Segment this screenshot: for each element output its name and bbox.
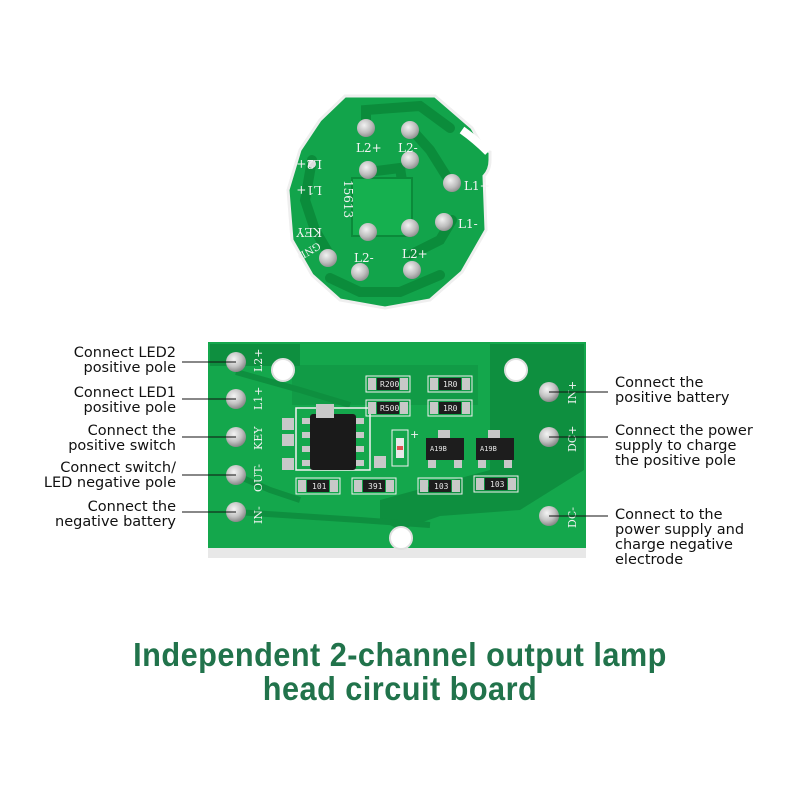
callout-negative-battery: Connect the negative battery <box>55 499 176 530</box>
svg-text:103: 103 <box>490 480 505 489</box>
callout-positive-switch: Connect the positive switch <box>68 423 176 454</box>
rect-label-in-minus: IN- <box>252 506 265 524</box>
svg-text:A19B: A19B <box>430 445 447 453</box>
rect-label-key: KEY <box>252 426 265 450</box>
round-label-key: KEY <box>295 225 322 239</box>
rect-label-dc-minus: DC- <box>566 507 579 528</box>
ic-chip <box>282 404 386 471</box>
callout-positive-battery: Connect the positive battery <box>615 375 730 406</box>
round-label-l2plus-bottom: L2+ <box>402 247 428 261</box>
svg-text:101: 101 <box>312 482 327 491</box>
transistor: A19B <box>426 430 464 468</box>
resistor: R200 <box>365 375 411 393</box>
resistor: 1R0 <box>427 399 473 417</box>
page-title-line1: Independent 2-channel output lamp <box>133 636 667 673</box>
svg-text:R500: R500 <box>380 404 399 413</box>
callout-switch-led-negative: Connect switch/ LED negative pole <box>43 460 176 491</box>
rect-label-l2plus: L2+ <box>252 348 265 372</box>
callout-led1-positive: Connect LED1 positive pole <box>73 385 176 416</box>
resistor: 101 <box>295 477 341 495</box>
resistor: R500 <box>365 399 411 417</box>
round-label-l2minus-top: L2- <box>398 141 418 155</box>
svg-text:1R0: 1R0 <box>443 404 458 413</box>
callout-charge-negative: Connect to the power supply and charge n… <box>615 507 745 568</box>
mounting-hole <box>271 358 295 382</box>
round-label-l1plus: L1+ <box>464 179 490 193</box>
svg-text:R200: R200 <box>380 380 399 389</box>
round-board-pads <box>308 119 461 281</box>
rect-label-out: OUT- <box>252 464 265 492</box>
svg-text:103: 103 <box>434 482 449 491</box>
resistor: 103 <box>417 477 463 495</box>
round-label-l2plus-top: L2+ <box>356 141 382 155</box>
callout-lines <box>182 361 608 517</box>
plus-mark: + <box>410 428 419 441</box>
round-label-l2plus-left: L2+ <box>296 157 322 171</box>
svg-text:391: 391 <box>368 482 383 491</box>
rect-label-dc-plus: DC+ <box>566 426 579 452</box>
mounting-hole <box>504 358 528 382</box>
callout-led2-positive: Connect LED2 positive pole <box>73 345 176 376</box>
round-label-l1minus: L1- <box>458 217 478 231</box>
led-indicator: + <box>391 428 419 467</box>
transistor: A19B <box>476 430 514 468</box>
resistor: 103 <box>473 475 519 493</box>
rect-label-l1plus: L1+ <box>252 386 265 410</box>
resistor: 391 <box>351 477 397 495</box>
round-label-l2minus-bottom: L2- <box>354 251 374 265</box>
round-board-marking: 15613 <box>341 180 355 218</box>
round-label-l1plus-left: L1+ <box>296 183 322 197</box>
mounting-hole <box>389 526 413 550</box>
callout-charge-positive: Connect the power supply to charge the p… <box>615 423 753 469</box>
resistor: 1R0 <box>427 375 473 393</box>
svg-text:A19B: A19B <box>480 445 497 453</box>
svg-text:1R0: 1R0 <box>443 380 458 389</box>
page-title-line2: head circuit board <box>262 670 538 707</box>
